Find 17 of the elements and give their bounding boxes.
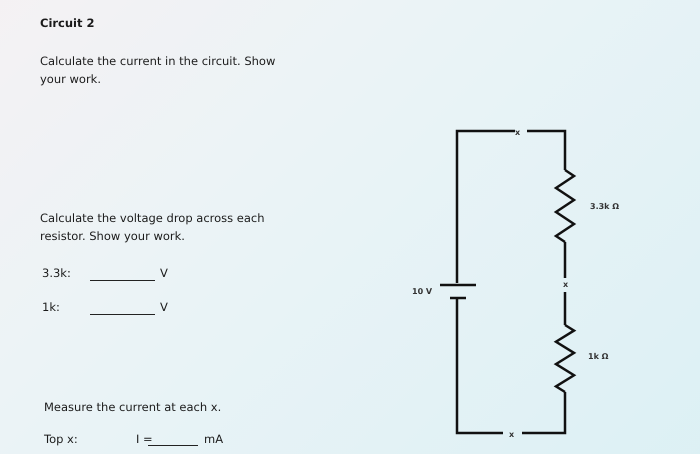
measure-point-mark: x [563,279,568,291]
instruction-text: Calculate the current in the circuit. Show your work. [40,53,276,88]
measure-point-mark: x [509,429,514,441]
answer-label: Top x: [44,431,78,448]
resistor-label: 3.3k: [42,265,71,282]
voltage-value: 10 V [412,286,432,298]
worksheet-title: Circuit 2 [40,15,95,32]
instruction-text: Measure the current at each x. [44,399,222,416]
resistor-label: 1k: [42,299,60,316]
resistance-value: 1k Ω [588,351,608,363]
answer-label: I = [136,431,153,448]
unit-label: V [160,299,168,316]
resistance-value: 3.3k Ω [590,201,620,213]
unit-label: mA [204,431,224,448]
instruction-text: Calculate the voltage drop across each resistor. Show your work. [40,210,266,245]
measure-point-mark: x [515,127,520,139]
unit-label: V [160,265,168,282]
